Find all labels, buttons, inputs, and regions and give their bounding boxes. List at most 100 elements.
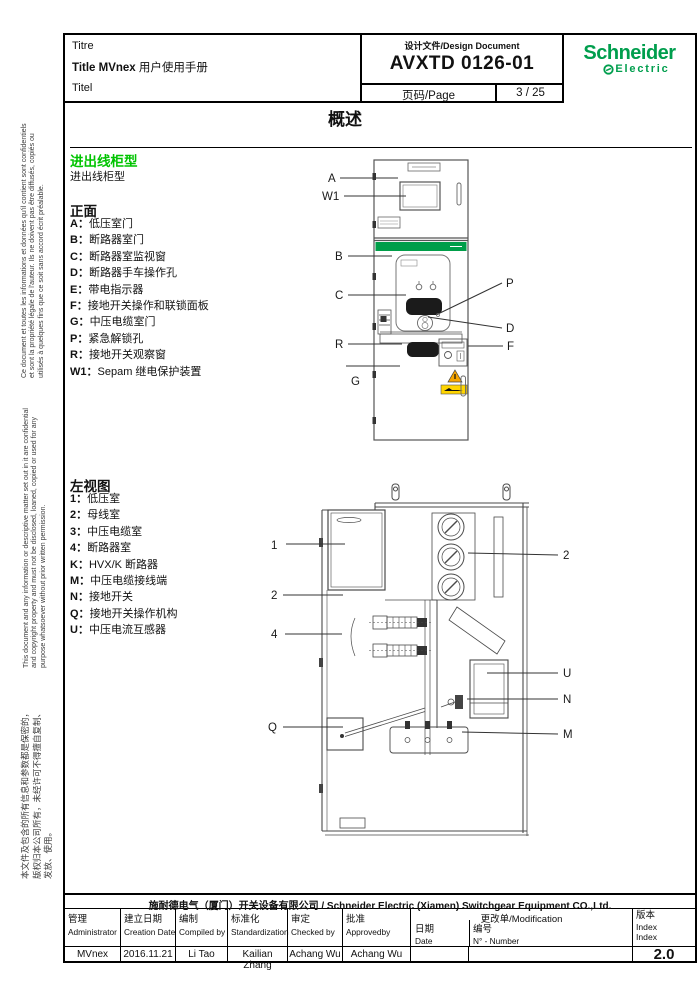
page-row: 页码/Page 3 / 25: [362, 83, 562, 103]
section-subheading: 进出线柜型: [70, 171, 125, 183]
value-approved-by: Achang Wu: [342, 947, 410, 961]
value-standardization: Kailian Zhang: [227, 947, 287, 971]
legend-item: M：中压电缆接线端: [70, 575, 168, 588]
value-administrator: MVnex: [76, 949, 109, 960]
diagram-label-P: P: [506, 278, 514, 290]
diagram-label-F: F: [507, 341, 514, 353]
cable-terminal-box: [389, 721, 469, 754]
value-index: 2.0: [632, 947, 695, 962]
value-mod-date: [410, 947, 468, 961]
title-label-fr: Titre: [72, 40, 94, 52]
page-frame: Titre Title MVnex 用户使用手册 Titel 设计文件/Desi…: [63, 33, 697, 971]
door-handle: [456, 182, 462, 206]
schneider-logo: Schneider Electric: [562, 35, 695, 103]
cabinet-side-outline: [321, 502, 529, 836]
schneider-logo-text: Schneider: [583, 42, 676, 64]
legend-item: A：低压室门: [70, 218, 133, 230]
monitoring-grille-c: [406, 298, 442, 315]
diagram-label-2-right: 2: [563, 550, 569, 562]
diagram-label-M: M: [563, 729, 573, 741]
horizontal-rule: [70, 147, 692, 148]
left-view-diagram: 1 2 4 Q 2 U N M: [268, 483, 573, 836]
value-mod-number: [468, 947, 632, 961]
approval-table-values: MVnex 2016.11.21 Li Tao Kailian Zhang Ac…: [65, 946, 695, 971]
cabinet-front-outline: [373, 159, 469, 441]
document-number: AVXTD 0126-01: [389, 53, 535, 74]
legend-item: W1：Sepam 继电保护装置: [70, 365, 202, 378]
confidentiality-notice-english: This document and any information or des…: [23, 408, 47, 668]
lower-door-details: [407, 338, 468, 397]
value-checked-by: Achang Wu: [287, 947, 342, 961]
legend-item: F：接地开关操作和联锁面板: [70, 300, 209, 313]
current-transformer-box: [469, 659, 509, 719]
front-view-diagram: A W1 B C P D R F G: [322, 159, 514, 441]
leader-lines: [283, 543, 559, 735]
legend-item: G：中压电缆室门: [70, 316, 156, 329]
legend-item: K：HVX/K 断路器: [70, 558, 159, 571]
diagram-label-W1: W1: [322, 191, 339, 203]
legend-item: 3：中压电缆室: [70, 525, 143, 538]
modification-subdivider: [469, 920, 470, 946]
observation-grille-r: [407, 342, 439, 357]
legend-item: D：断路器手车操作孔: [70, 267, 177, 280]
diagram-label-C: C: [335, 290, 343, 302]
confidentiality-notice-chinese: 本文件及包含的所有信息和参数都是保密的， 版权归本公司所有，未经许可不得擅自复制…: [20, 708, 53, 879]
design-document-block: 设计文件/Design Document AVXTD 0126-01 页码/Pa…: [360, 35, 562, 103]
legend-item: U：中压电流互感器: [70, 624, 166, 637]
diagram-label-4: 4: [271, 629, 278, 641]
value-compiled-by: Li Tao: [175, 947, 227, 961]
legend-item: 4：断路器室: [70, 542, 132, 555]
operation-hole-d: [417, 315, 433, 331]
diagram-label-N: N: [563, 694, 571, 706]
green-band: [375, 242, 467, 251]
interlock-side-panel: [377, 309, 392, 335]
nameplate: [407, 162, 441, 172]
title-block: Titre Title MVnex 用户使用手册 Titel: [65, 35, 360, 103]
lv-compartment-box: [327, 509, 386, 591]
front-view-legend: A：低压室门 B：断路器室门 C：断路器室监视窗 D：断路器手车操作孔 E：带电…: [70, 216, 209, 380]
schneider-mark-icon: [603, 63, 615, 75]
value-creation-date: 2016.11.21: [120, 947, 175, 961]
indicator-lamp: [429, 283, 437, 291]
design-document-label: 设计文件/Design Document: [404, 41, 520, 51]
diagram-label-Q: Q: [268, 722, 277, 734]
left-view-legend: 1：低压室 2：母线室 3：中压电缆室 4：断路器室 K：HVX/K 断路器 M…: [70, 491, 178, 639]
legend-item: 1：低压室: [70, 493, 121, 505]
section-heading-green: 进出线柜型: [70, 154, 138, 169]
legend-item: C：断路器室监视窗: [70, 250, 166, 263]
hazard-glyph: [444, 388, 463, 391]
legend-item: R：接地开关观察窗: [70, 349, 166, 362]
diagram-label-D: D: [506, 323, 514, 335]
legend-item: E：带电指示器: [70, 283, 144, 296]
diagram-label-R: R: [335, 339, 343, 351]
diagram-label-1: 1: [271, 540, 277, 552]
page-number: 3 / 25: [495, 85, 564, 103]
confidentiality-notice-french: Ce document et toutes les informations e…: [21, 123, 45, 378]
busbar-insulators: [431, 512, 506, 655]
vent: [377, 216, 401, 229]
lifting-eyes: [391, 483, 511, 501]
breaker-poles: [350, 600, 438, 755]
diagram-label-B: B: [335, 251, 343, 263]
legend-item: Q：接地开关操作机构: [70, 607, 178, 620]
earthing-switch: [440, 695, 463, 709]
diagram-label-2-left: 2: [271, 590, 277, 602]
schneider-logo-subtext: Electric: [564, 63, 695, 75]
breaker-panel: [395, 254, 451, 332]
legend-item: P：紧急解锁孔: [70, 332, 144, 345]
indicator-lamp: [415, 283, 423, 291]
document-title: Title MVnex 用户使用手册: [72, 62, 208, 74]
modification-title: 更改单/Modification: [480, 914, 563, 925]
diagram-label-A: A: [328, 173, 336, 185]
left-view-heading: 左视图: [70, 479, 111, 494]
cable-compartment-details: [319, 538, 366, 829]
hazard-label: [440, 384, 468, 395]
